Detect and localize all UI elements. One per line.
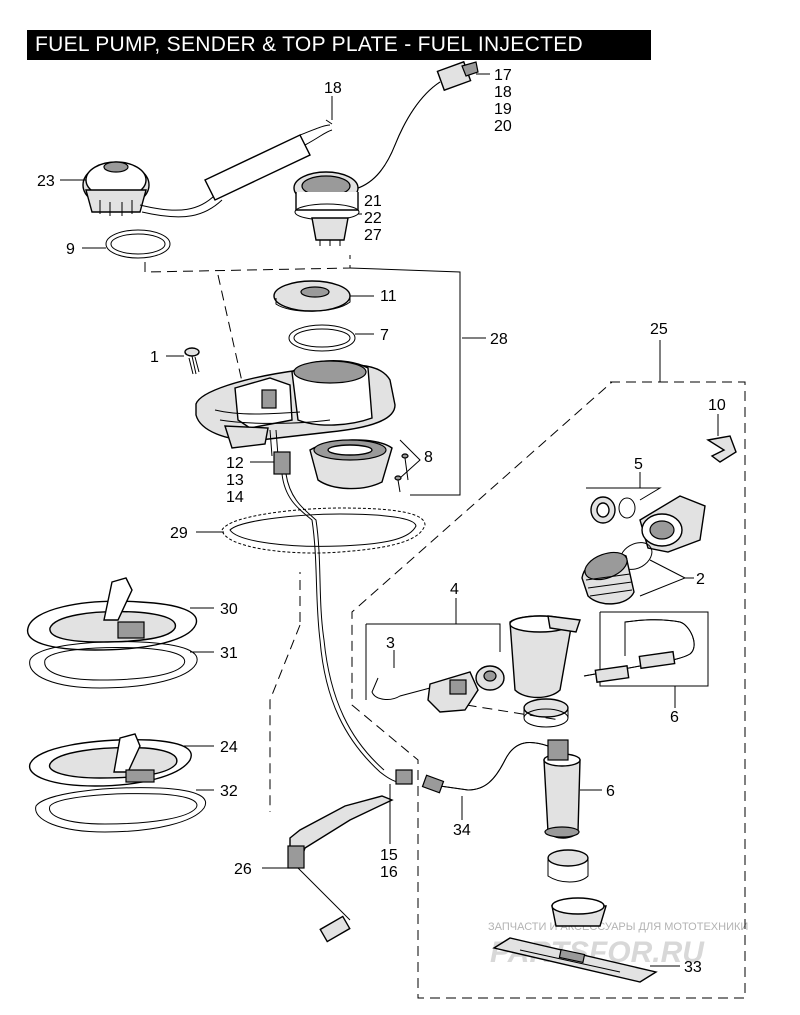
bracket-2 bbox=[639, 559, 687, 597]
filter-housing bbox=[639, 495, 706, 553]
part-2-filter bbox=[581, 542, 653, 605]
callout-26: 26 bbox=[234, 861, 252, 878]
callout-18-top: 18 bbox=[324, 80, 342, 97]
callout-18: 18 bbox=[494, 84, 512, 101]
bracket-8 bbox=[399, 439, 421, 479]
dashed-group-line-top bbox=[144, 255, 351, 273]
callout-16: 16 bbox=[380, 864, 398, 881]
top-plate bbox=[195, 360, 396, 457]
callout-17: 17 bbox=[494, 67, 512, 84]
part-34-pump-wiring bbox=[421, 742, 549, 794]
pump-cup bbox=[551, 897, 607, 927]
callout-23: 23 bbox=[37, 173, 55, 190]
part-32-gasket bbox=[35, 787, 206, 833]
callout-33: 33 bbox=[684, 959, 702, 976]
callout-21: 21 bbox=[364, 193, 382, 210]
callout-13: 13 bbox=[226, 472, 244, 489]
callout-12: 12 bbox=[226, 455, 244, 472]
callout-31: 31 bbox=[220, 645, 238, 662]
callout-14: 14 bbox=[226, 489, 244, 506]
bracket-28 bbox=[349, 267, 461, 496]
callout-8: 8 bbox=[424, 449, 433, 466]
callout-27: 27 bbox=[364, 227, 382, 244]
callout-30: 30 bbox=[220, 601, 238, 618]
fuel-pump bbox=[543, 739, 581, 839]
callout-34: 34 bbox=[453, 822, 471, 839]
callout-25: 25 bbox=[650, 321, 668, 338]
leader-lines bbox=[60, 73, 719, 967]
part-11-plate-cap bbox=[273, 280, 351, 312]
part-10-clip bbox=[706, 435, 737, 463]
callout-7: 7 bbox=[380, 327, 389, 344]
part-8-housing bbox=[309, 439, 409, 493]
diagram-title: FUEL PUMP, SENDER & TOP PLATE - FUEL INJ… bbox=[27, 30, 651, 60]
callout-4: 4 bbox=[450, 581, 459, 598]
part-21-fuel-cap-module bbox=[293, 60, 479, 246]
watermark-tagline: ЗАПЧАСТИ И АКСЕССУАРЫ ДЛЯ МОТОТЕХНИКИ bbox=[488, 921, 748, 933]
part-30-plate bbox=[26, 577, 198, 651]
part-7-o-ring bbox=[288, 324, 356, 352]
callout-2: 2 bbox=[696, 571, 705, 588]
callout-20: 20 bbox=[494, 118, 512, 135]
callout-28: 28 bbox=[490, 331, 508, 348]
callout-29: 29 bbox=[170, 525, 188, 542]
part-26-fuel-level-sender bbox=[287, 795, 394, 943]
callout-3: 3 bbox=[386, 635, 395, 652]
dashed-leader-sender bbox=[269, 624, 301, 812]
part-23-cap-assembly bbox=[82, 161, 223, 218]
retaining-ring-upper bbox=[523, 698, 569, 728]
callout-10: 10 bbox=[708, 397, 726, 414]
callout-1: 1 bbox=[150, 349, 159, 366]
part-3-regulator bbox=[371, 665, 505, 713]
part-5-fittings bbox=[590, 496, 636, 524]
callout-6-hose: 6 bbox=[670, 709, 679, 726]
bracket-4 bbox=[365, 623, 501, 700]
bracket-6-hose bbox=[599, 611, 709, 687]
callout-24: 24 bbox=[220, 739, 238, 756]
dashed-leader-top-plate bbox=[217, 274, 246, 396]
callout-22: 22 bbox=[364, 210, 382, 227]
callout-6-pump: 6 bbox=[606, 783, 615, 800]
part-6-fuel-hose bbox=[583, 619, 695, 683]
callout-11: 11 bbox=[380, 288, 397, 305]
part-29-gasket bbox=[221, 507, 426, 554]
callout-numbers: 18 17 18 19 20 23 21 22 27 9 11 7 28 1 2… bbox=[37, 67, 726, 976]
wiring-harness bbox=[273, 451, 405, 783]
group-boundaries bbox=[144, 255, 746, 999]
part-9-o-ring bbox=[105, 229, 171, 259]
callout-19: 19 bbox=[494, 101, 512, 118]
part-24-plate bbox=[28, 733, 192, 787]
retaining-ring-lower bbox=[547, 849, 589, 883]
callout-15: 15 bbox=[380, 847, 398, 864]
part-31-gasket bbox=[29, 641, 198, 689]
dashed-bracket-25 bbox=[351, 381, 746, 999]
bracket-5 bbox=[586, 487, 662, 501]
callout-9: 9 bbox=[66, 241, 75, 258]
pump-canister bbox=[509, 615, 581, 699]
part-1-screw bbox=[184, 347, 200, 375]
part-33-strainer bbox=[492, 937, 658, 983]
callout-32: 32 bbox=[220, 783, 238, 800]
callout-5: 5 bbox=[634, 456, 643, 473]
connector-15-16 bbox=[395, 769, 413, 785]
vent-filter-canister bbox=[204, 124, 333, 201]
